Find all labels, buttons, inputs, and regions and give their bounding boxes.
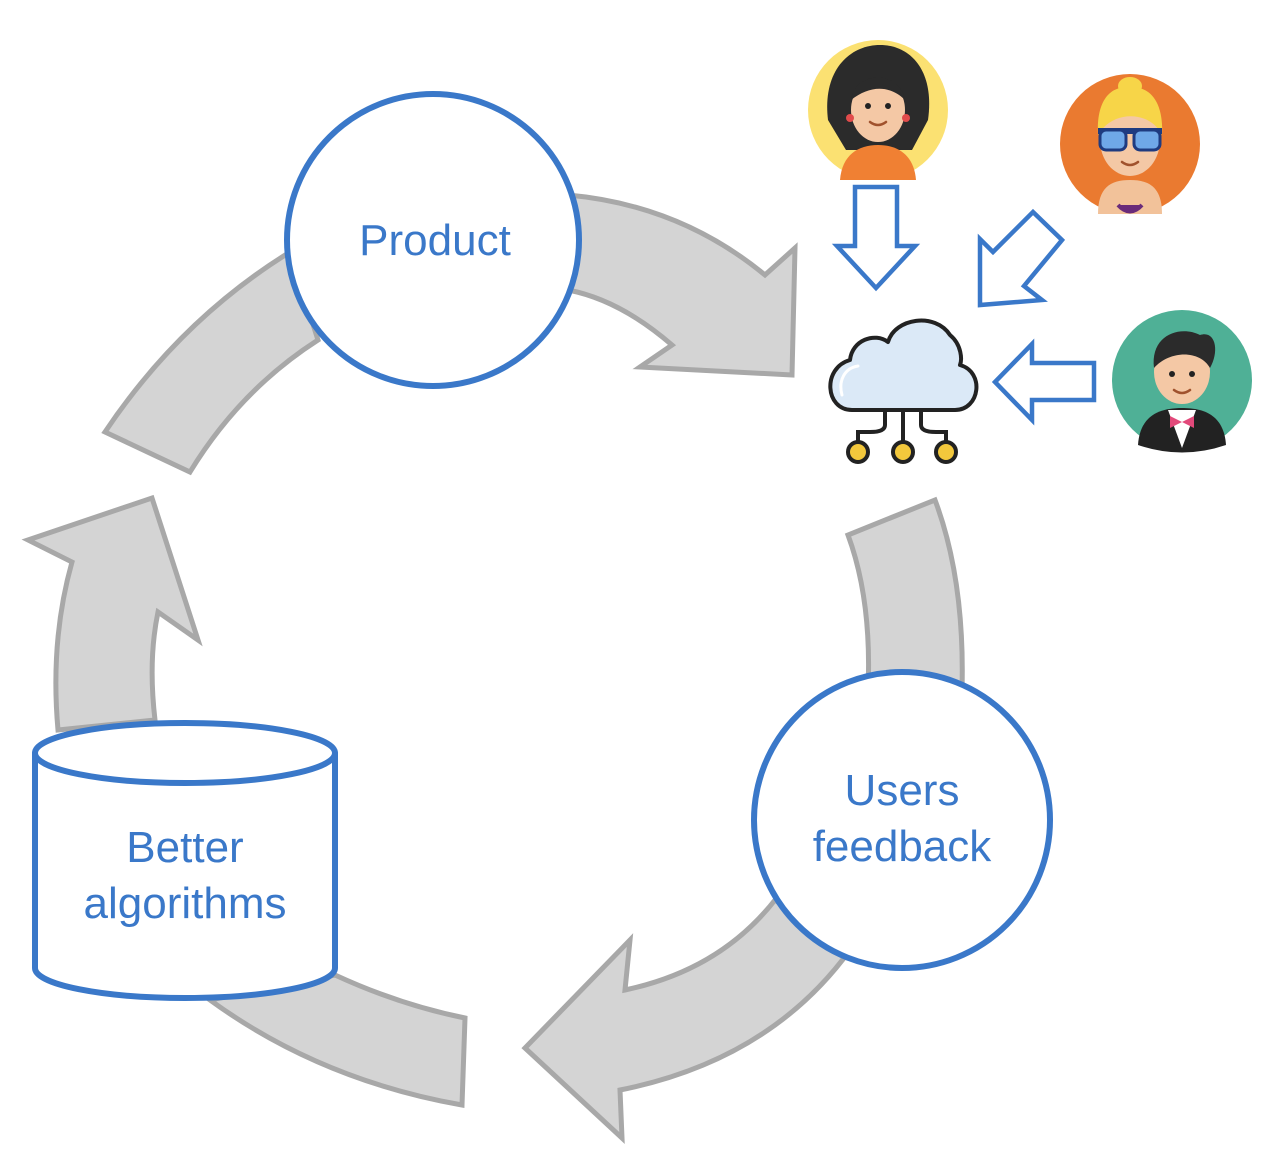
cylinder-body [32, 750, 338, 1001]
cycle-arrow-algorithms-tail [203, 972, 468, 1108]
users-feedback-label: Users feedback [752, 763, 1052, 875]
cycle-arrow-algorithms-to-product [21, 494, 203, 733]
cycle-arrows [21, 192, 965, 1144]
product-label: Product [285, 213, 585, 269]
users-feedback-node [751, 669, 1053, 971]
cloud-network-icon [828, 318, 979, 464]
better-algorithms-label-line1: Better [126, 823, 244, 872]
cycle-arrow-cloud-to-users [844, 496, 965, 693]
arrow-down-icon [831, 184, 921, 292]
cycle-arrow-product-to-cloud [565, 192, 798, 378]
arrow-left-icon [991, 338, 1097, 426]
cylinder-top [32, 720, 338, 786]
cycle-arrow-left-upper [101, 248, 321, 476]
arrow-diagonal-icon [977, 208, 1066, 308]
product-label-text: Product [359, 216, 511, 265]
product-node [284, 91, 582, 389]
cycle-arrow-users-to-algorithms [521, 896, 854, 1144]
users-feedback-label-line1: Users [844, 766, 960, 815]
woman-sunglasses-avatar-icon [1060, 74, 1200, 214]
better-algorithms-node [32, 720, 338, 1001]
users-feedback-label-line2: feedback [812, 822, 992, 871]
better-algorithms-label-line2: algorithms [83, 879, 287, 928]
man-tuxedo-avatar-icon [1112, 310, 1252, 453]
input-arrows [831, 184, 1097, 426]
woman-avatar-icon [808, 40, 948, 180]
better-algorithms-label: Better algorithms [35, 820, 335, 932]
